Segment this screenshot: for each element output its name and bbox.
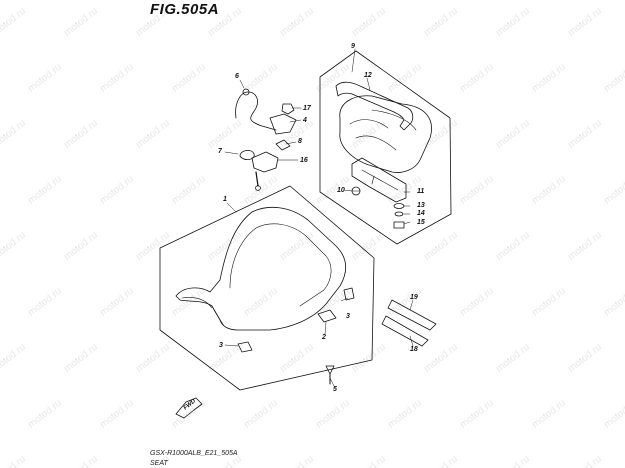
front-seat-pad	[229, 223, 332, 307]
rear-seat-cowl-detail	[349, 109, 417, 151]
lock-cable	[235, 91, 277, 131]
callout-3a: 3	[346, 313, 350, 320]
callout-8: 8	[298, 138, 302, 145]
callout-14: 14	[417, 210, 425, 217]
washer-7	[239, 150, 255, 160]
washer-14	[394, 211, 404, 217]
callout-4: 4	[303, 117, 307, 124]
callout-10: 10	[337, 187, 345, 194]
callout-15: 15	[417, 219, 425, 226]
damper-3b	[237, 341, 253, 353]
callout-17: 17	[303, 105, 311, 112]
callout-3b: 3	[219, 342, 223, 349]
callout-12: 12	[364, 72, 372, 79]
callout-11: 11	[417, 188, 425, 195]
damper-3a	[343, 287, 355, 301]
lock-bracket-4	[269, 113, 297, 135]
tool-18	[381, 315, 429, 347]
cushion-2	[317, 309, 337, 323]
rear-bracket	[351, 157, 407, 203]
callout-13: 13	[417, 202, 425, 209]
callout-6: 6	[235, 73, 239, 80]
callout-2: 2	[322, 334, 326, 341]
callout-7: 7	[218, 148, 222, 155]
front-seat-outline-box	[159, 185, 375, 391]
footer-code: GSX-R1000ALB_E21_505A	[150, 450, 238, 457]
seat-lock-16	[251, 151, 279, 173]
tool-19	[387, 299, 437, 331]
lock-key	[255, 185, 261, 191]
screw-5	[325, 365, 335, 375]
leader-lines	[224, 48, 414, 387]
rear-seat-cowl	[339, 95, 432, 173]
washer-13	[393, 203, 405, 209]
callout-9: 9	[351, 43, 355, 50]
grab-handle	[335, 81, 414, 131]
callout-1: 1	[223, 196, 227, 203]
callout-16: 16	[300, 157, 308, 164]
figure-title: FIG.505A	[150, 1, 220, 18]
spring-8	[275, 139, 291, 151]
nut-17	[281, 103, 295, 115]
callout-5: 5	[333, 386, 337, 393]
fwd-arrow	[175, 397, 203, 419]
footer-label: SEAT	[150, 460, 168, 467]
rear-seat-outline-box	[319, 50, 452, 245]
nut-15	[393, 221, 405, 229]
callout-18: 18	[410, 346, 418, 353]
callout-19: 19	[410, 294, 418, 301]
